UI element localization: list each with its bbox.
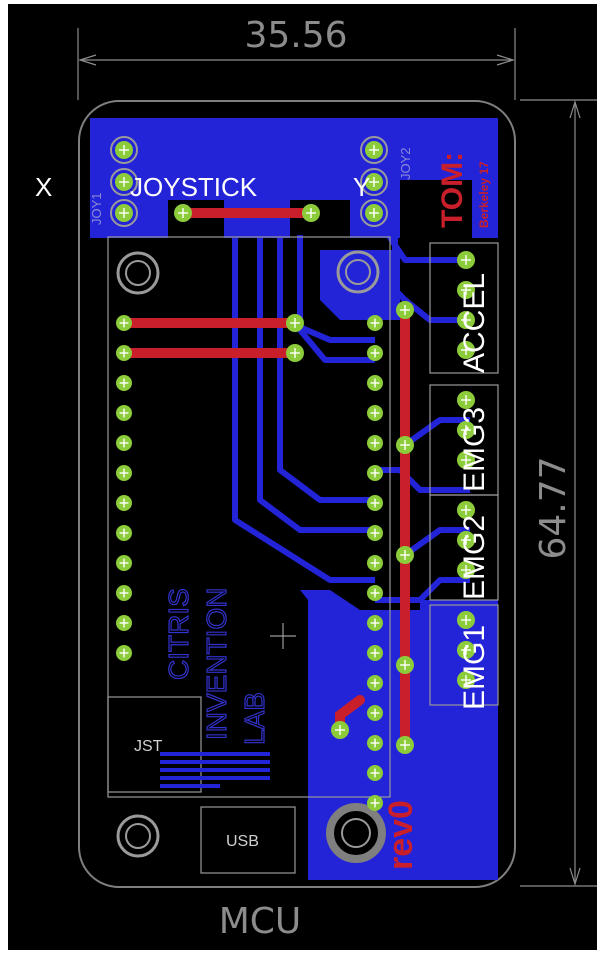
sensor-header-pad <box>457 251 475 269</box>
mounting-holes <box>116 250 386 863</box>
mcu-left-pad <box>116 375 132 391</box>
mcu-right-pad <box>367 675 383 691</box>
mcu-right-pad <box>367 555 383 571</box>
joy2-pad <box>360 136 388 164</box>
mounting-hole-top-left <box>116 251 160 295</box>
via-pad <box>396 436 414 454</box>
sensor-header-pad <box>457 611 475 629</box>
sensor-header-pad <box>457 311 475 329</box>
mcu-right-pad <box>367 435 383 451</box>
mcu-right-pad <box>367 795 383 811</box>
bottom-silk-text: CITRIS INVENTION LAB <box>162 587 270 746</box>
mcu-left-pad <box>116 645 132 661</box>
mcu-right-pad <box>367 465 383 481</box>
sensor-header-pad <box>457 281 475 299</box>
mcu-left-pad <box>116 345 132 361</box>
emg1-label: EMG1 <box>458 625 491 710</box>
mcu-right-pad <box>367 765 383 781</box>
emg3-label: EMG3 <box>458 407 491 492</box>
mcu-left-pad <box>116 405 132 421</box>
mcu-right-pad <box>367 585 383 601</box>
joystick-via-pad <box>174 204 192 222</box>
via-pad <box>396 656 414 674</box>
lab-label: LAB <box>239 692 270 745</box>
joystick-via-pad <box>302 204 320 222</box>
via-pad <box>396 736 414 754</box>
sensor-header-pad <box>457 341 475 359</box>
accel-label: ACCEL <box>458 273 491 373</box>
mcu-right-pad <box>367 645 383 661</box>
via-pad <box>331 721 349 739</box>
sensor-header-pad <box>457 421 475 439</box>
mcu-left-pad <box>116 555 132 571</box>
board-title: MCU <box>219 901 302 942</box>
height-dimension <box>520 99 597 887</box>
sensor-header-pad <box>457 451 475 469</box>
mcu-left-pad <box>116 585 132 601</box>
mcu-right-pad <box>367 375 383 391</box>
mcu-right-pad <box>367 525 383 541</box>
mcu-right-pad <box>367 735 383 751</box>
mcu-left-pad <box>116 495 132 511</box>
via-pad <box>286 314 304 332</box>
sensor-header-pad <box>457 391 475 409</box>
berkeley-label: Berkeley 17 <box>477 161 491 228</box>
width-dimension-label: 35.56 <box>244 15 347 56</box>
mcu-right-pad <box>367 405 383 421</box>
usb-label: USB <box>226 833 259 850</box>
mcu-left-pad <box>116 315 132 331</box>
mcu-right-pad <box>367 315 383 331</box>
x-axis-label: X <box>35 172 52 202</box>
width-dimension <box>77 28 516 100</box>
emg2-label: EMG2 <box>458 515 491 600</box>
pads <box>110 136 475 811</box>
jst-label: JST <box>134 738 163 755</box>
mcu-right-pad <box>367 705 383 721</box>
mcu-left-pad <box>116 435 132 451</box>
joy1-label: JOY1 <box>89 192 104 225</box>
mcu-left-pad <box>116 525 132 541</box>
sensor-header-pad <box>457 671 475 689</box>
joy1-pad <box>110 136 138 164</box>
sensor-header-pad <box>457 531 475 549</box>
mcu-left-pad <box>116 615 132 631</box>
sensor-header-pad <box>457 561 475 579</box>
height-dimension-label: 64.77 <box>533 456 574 559</box>
joystick-label: JOYSTICK <box>130 172 258 202</box>
joy1-pad <box>110 199 138 227</box>
joy1-pad <box>110 168 138 196</box>
mcu-right-pad <box>367 345 383 361</box>
y-axis-label: Y <box>353 172 370 202</box>
rev-logo: rev0 <box>382 800 420 870</box>
mcu-left-pad <box>116 465 132 481</box>
mounting-hole-top-right <box>336 250 380 294</box>
mcu-right-pad <box>367 495 383 511</box>
via-pad <box>396 546 414 564</box>
joy2-label: JOY2 <box>398 147 413 180</box>
silk-outlines <box>107 236 499 874</box>
invention-label: INVENTION <box>201 588 232 740</box>
barcode-art <box>160 752 270 788</box>
joy2-pad <box>360 199 388 227</box>
joy2-pad <box>360 168 388 196</box>
via-pad <box>396 301 414 319</box>
mounting-hole-bottom-right <box>326 803 386 863</box>
tom-logo: TOM: <box>436 152 469 228</box>
sensor-header-pad <box>457 501 475 519</box>
mounting-hole-bottom-left <box>116 814 160 858</box>
sensor-header-pad <box>457 641 475 659</box>
via-pad <box>286 344 304 362</box>
mcu-right-pad <box>367 615 383 631</box>
citris-label: CITRIS <box>163 588 194 680</box>
board-outline <box>78 100 516 888</box>
